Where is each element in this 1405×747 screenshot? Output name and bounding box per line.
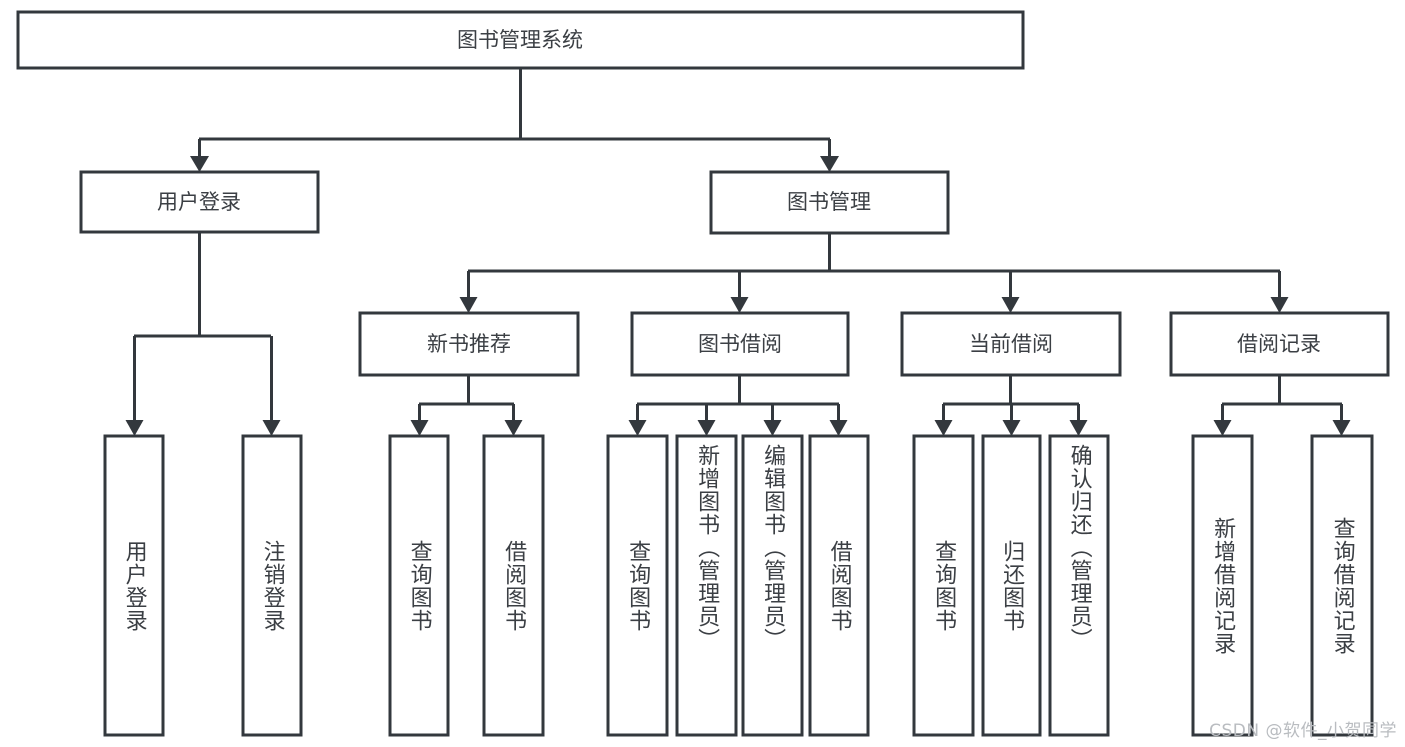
arrow-leaf-edit-book (763, 420, 782, 436)
node-leaf-confirm-return-box[interactable] (1048, 434, 1110, 737)
node-user-login-box[interactable] (79, 170, 320, 234)
node-root[interactable]: 图书管理系统 (16, 10, 1025, 70)
node-leaf-return-book-box[interactable] (981, 434, 1042, 737)
node-book-borrow[interactable]: 图书借阅 (630, 311, 850, 377)
node-user-login-label: 用户登录 (157, 190, 241, 214)
arrow-current-borrow (1001, 297, 1020, 313)
connector-group-book-borrow-children (628, 375, 848, 436)
arrow-leaf-add-record (1213, 420, 1232, 436)
node-leaf-return-book-label: 归还图书 (999, 539, 1025, 632)
arrow-leaf-query-book-3 (934, 420, 953, 436)
node-user-login[interactable]: 用户登录 (79, 170, 320, 234)
arrow-leaf-query-record (1332, 420, 1351, 436)
node-book-manage[interactable]: 图书管理 (709, 170, 950, 235)
arrow-leaf-borrow-book-2 (829, 420, 848, 436)
node-leaf-borrow-book-2-label: 借阅图书 (826, 539, 852, 632)
node-leaf-add-book-box[interactable] (675, 434, 738, 737)
node-leaf-logout-label: 注销登录 (259, 539, 285, 632)
node-book-borrow-box[interactable] (630, 311, 850, 377)
arrow-leaf-user-login (125, 420, 144, 436)
node-leaf-borrow-book-2-box[interactable] (808, 434, 870, 737)
node-new-book-recommend-box[interactable] (358, 311, 580, 377)
node-leaf-user-login-label: 用户登录 (121, 539, 147, 632)
node-leaf-confirm-return-label: 确认归还（管理员） (1066, 444, 1092, 651)
arrow-new-book-recommend (459, 297, 478, 313)
node-root-label: 图书管理系统 (457, 28, 583, 52)
arrow-leaf-borrow-book-1 (504, 420, 523, 436)
watermark-label: CSDN @软件_小贺同学 (1209, 721, 1397, 741)
node-book-manage-label: 图书管理 (787, 190, 871, 214)
arrow-book-borrow (730, 297, 749, 313)
node-leaf-edit-book-box[interactable] (741, 434, 804, 737)
node-current-borrow[interactable]: 当前借阅 (900, 311, 1122, 377)
node-borrow-record-label: 借阅记录 (1237, 332, 1321, 356)
connector-group-current-borrow-children (934, 375, 1088, 436)
arrow-borrow-record (1270, 297, 1289, 313)
node-leaf-query-book-3-label: 查询图书 (931, 539, 957, 632)
node-current-borrow-box[interactable] (900, 311, 1122, 377)
node-leaf-query-book-2-box[interactable] (606, 434, 669, 737)
node-leaf-edit-book-label: 编辑图书（管理员） (760, 444, 786, 651)
connector-group-borrow-record-children (1213, 375, 1351, 436)
node-root-box[interactable] (16, 10, 1025, 70)
node-leaf-add-book-label: 新增图书（管理员） (694, 444, 720, 651)
node-book-manage-box[interactable] (709, 170, 950, 235)
arrow-leaf-query-book-2 (628, 420, 647, 436)
connector-group-book-manage-children (459, 233, 1289, 313)
arrow-leaf-return-book (1002, 420, 1021, 436)
connector-group-user-login-children (125, 232, 281, 436)
node-leaf-query-book-3-box[interactable] (912, 434, 975, 737)
node-leaf-query-book-2-label: 查询图书 (625, 539, 651, 632)
node-leaf-query-record-label: 查询借阅记录 (1329, 516, 1355, 655)
arrow-leaf-logout (262, 420, 281, 436)
arrow-leaf-add-book (697, 420, 716, 436)
node-leaf-user-login-box[interactable] (103, 434, 165, 737)
node-leaf-add-record-label: 新增借阅记录 (1210, 516, 1236, 655)
node-leaf-query-book-1-label: 查询图书 (406, 539, 432, 632)
node-borrow-record-box[interactable] (1169, 311, 1390, 377)
arrow-user-login (190, 156, 209, 172)
node-leaf-logout-box[interactable] (241, 434, 303, 737)
node-new-book-recommend[interactable]: 新书推荐 (358, 311, 580, 377)
arrow-leaf-confirm-return (1069, 420, 1088, 436)
node-leaf-borrow-book-1-box[interactable] (482, 434, 545, 737)
arrow-book-manage (820, 156, 839, 172)
node-leaf-borrow-book-1-label: 借阅图书 (501, 539, 527, 632)
node-leaf-query-record-box[interactable] (1310, 434, 1374, 737)
node-current-borrow-label: 当前借阅 (969, 332, 1053, 356)
node-new-book-recommend-label: 新书推荐 (427, 332, 511, 356)
connector-group-new-book-recommend-children (410, 375, 523, 436)
node-leaf-add-record-box[interactable] (1191, 434, 1254, 737)
arrow-leaf-query-book-1 (410, 420, 429, 436)
node-borrow-record[interactable]: 借阅记录 (1169, 311, 1390, 377)
node-book-borrow-label: 图书借阅 (698, 332, 782, 356)
node-leaf-query-book-1-box[interactable] (388, 434, 450, 737)
connector-group-root-to-level1 (190, 68, 839, 172)
leaf-boxes-group (103, 434, 1374, 737)
